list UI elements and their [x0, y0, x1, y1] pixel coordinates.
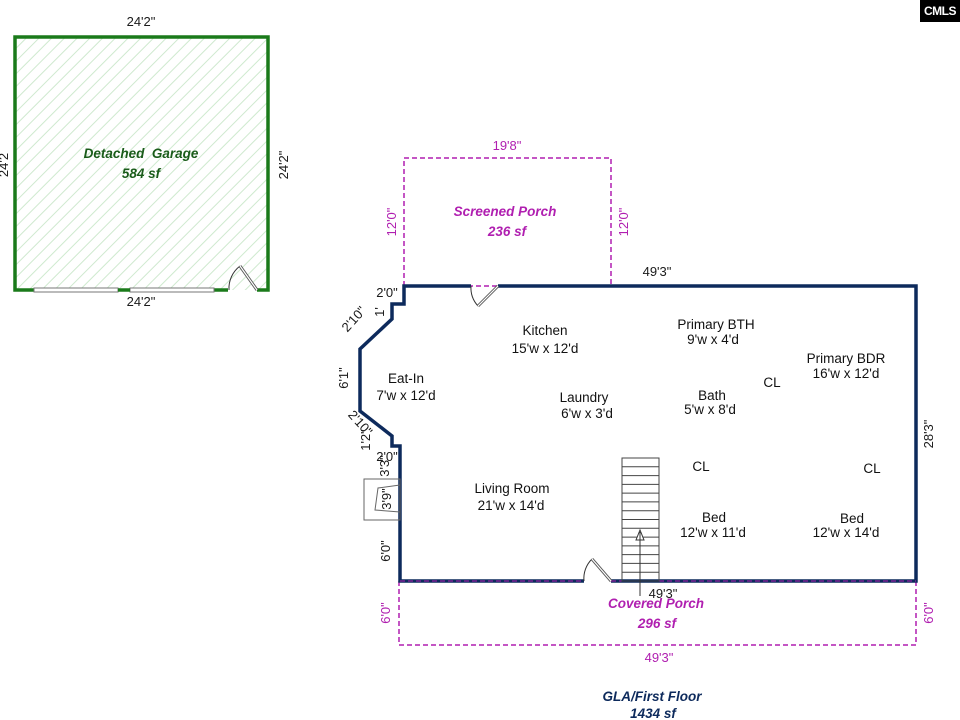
room-name: Primary BTH: [677, 317, 754, 332]
closet-label: CL: [763, 375, 781, 390]
room-name: Bed: [840, 511, 864, 526]
covered-porch: 49'3" 6'0" 6'0" Covered Porch 296 sf: [378, 581, 936, 665]
garage-area: 584 sf: [122, 166, 162, 181]
room-size: 16'w x 12'd: [813, 366, 880, 381]
bay-dim-top-step: 2'0": [376, 285, 398, 300]
screened-porch-outline: [403, 157, 612, 286]
fireplace-dim: 3'9": [379, 488, 394, 510]
room-size: 12'w x 11'd: [680, 525, 746, 540]
garage-door-2: [129, 287, 215, 293]
detached-garage: 24'2" 24'2" 24'2 24'2" Detached Garage 5…: [0, 14, 291, 309]
room-primary-bedroom: Primary BDR 16'w x 12'd: [807, 351, 886, 381]
covered-porch-dim-bottom: 49'3": [645, 650, 674, 665]
room-eat-in: Eat-In 7'w x 12'd: [376, 371, 435, 403]
main-dim-bottom: 49'3": [649, 586, 678, 601]
kitchen-porch-door: [470, 284, 500, 308]
front-door: [583, 558, 613, 582]
screened-porch-dim-top: 19'8": [493, 138, 522, 153]
bay-dim-side: 6'1": [336, 367, 351, 389]
main-dim-top: 49'3": [643, 264, 672, 279]
garage-side-door: [228, 265, 259, 291]
screened-porch-title: Screened Porch: [454, 204, 557, 219]
left-dim-upper: 3'3": [377, 455, 392, 477]
cmls-logo: CMLS: [920, 0, 960, 22]
closet-label: CL: [863, 461, 881, 476]
bay-dim-top-diag: 2'10": [338, 303, 369, 335]
floor-title: GLA/First Floor: [603, 689, 703, 704]
covered-porch-title: Covered Porch: [608, 596, 704, 611]
room-name: Bed: [702, 510, 726, 525]
room-size: 21'w x 14'd: [478, 498, 545, 513]
garage-dim-left: 24'2: [0, 153, 11, 177]
room-living-room: Living Room 21'w x 14'd: [474, 481, 549, 513]
covered-porch-area: 296 sf: [637, 616, 678, 631]
covered-porch-outline: [398, 581, 917, 646]
garage-door-1: [33, 287, 119, 293]
room-size: 15'w x 12'd: [512, 341, 579, 356]
covered-porch-dim-right: 6'0": [921, 602, 936, 624]
room-kitchen: Kitchen 15'w x 12'd: [512, 323, 579, 356]
room-bed-1: Bed 12'w x 11'd: [680, 510, 746, 540]
garage-title: Detached Garage: [84, 146, 199, 161]
room-laundry: Laundry 6'w x 3'd: [560, 390, 613, 421]
room-bed-2: Bed 12'w x 14'd: [813, 511, 880, 540]
room-name: Eat-In: [388, 371, 424, 386]
floor-area: 1434 sf: [630, 706, 677, 720]
room-size: 6'w x 3'd: [561, 406, 613, 421]
room-name: Laundry: [560, 390, 609, 405]
room-size: 12'w x 14'd: [813, 525, 880, 540]
bay-dim-top-small: 1': [372, 307, 387, 317]
room-bath: Bath 5'w x 8'd: [684, 388, 736, 417]
screened-porch-dim-right: 12'0": [616, 207, 631, 236]
main-dim-right: 28'3": [921, 419, 936, 448]
room-name: Bath: [698, 388, 726, 403]
staircase: [621, 457, 660, 596]
bay-dim-bottom-diag2: 1'2": [358, 429, 373, 451]
garage-walls: [13, 35, 270, 292]
room-size: 5'w x 8'd: [684, 402, 736, 417]
covered-porch-dim-left: 6'0": [378, 602, 393, 624]
stair-direction-arrow-icon: [635, 528, 645, 596]
room-name: Primary BDR: [807, 351, 886, 366]
room-size: 7'w x 12'd: [376, 388, 435, 403]
closet-label: CL: [692, 459, 710, 474]
screened-porch-area: 236 sf: [487, 224, 528, 239]
screened-porch: 19'8" 12'0" 12'0" Screened Porch 236 sf: [384, 138, 631, 287]
room-name: Living Room: [474, 481, 549, 496]
garage-dim-bottom: 24'2": [127, 294, 156, 309]
garage-dim-right: 24'2": [276, 150, 291, 179]
room-primary-bath: Primary BTH 9'w x 4'd: [677, 317, 754, 347]
room-name: Kitchen: [522, 323, 567, 338]
fireplace: [363, 478, 401, 521]
bay-dim-bottom-step: 2'0": [376, 449, 398, 464]
left-dim-lower: 6'0": [378, 540, 393, 562]
first-floor: 49'3" 49'3" 28'3" 2'0" 1' 2'10" 6'1" 2'1…: [336, 264, 936, 720]
room-size: 9'w x 4'd: [687, 332, 739, 347]
garage-dim-top: 24'2": [127, 14, 156, 29]
screened-porch-dim-left: 12'0": [384, 207, 399, 236]
garage-fill: [15, 37, 268, 290]
